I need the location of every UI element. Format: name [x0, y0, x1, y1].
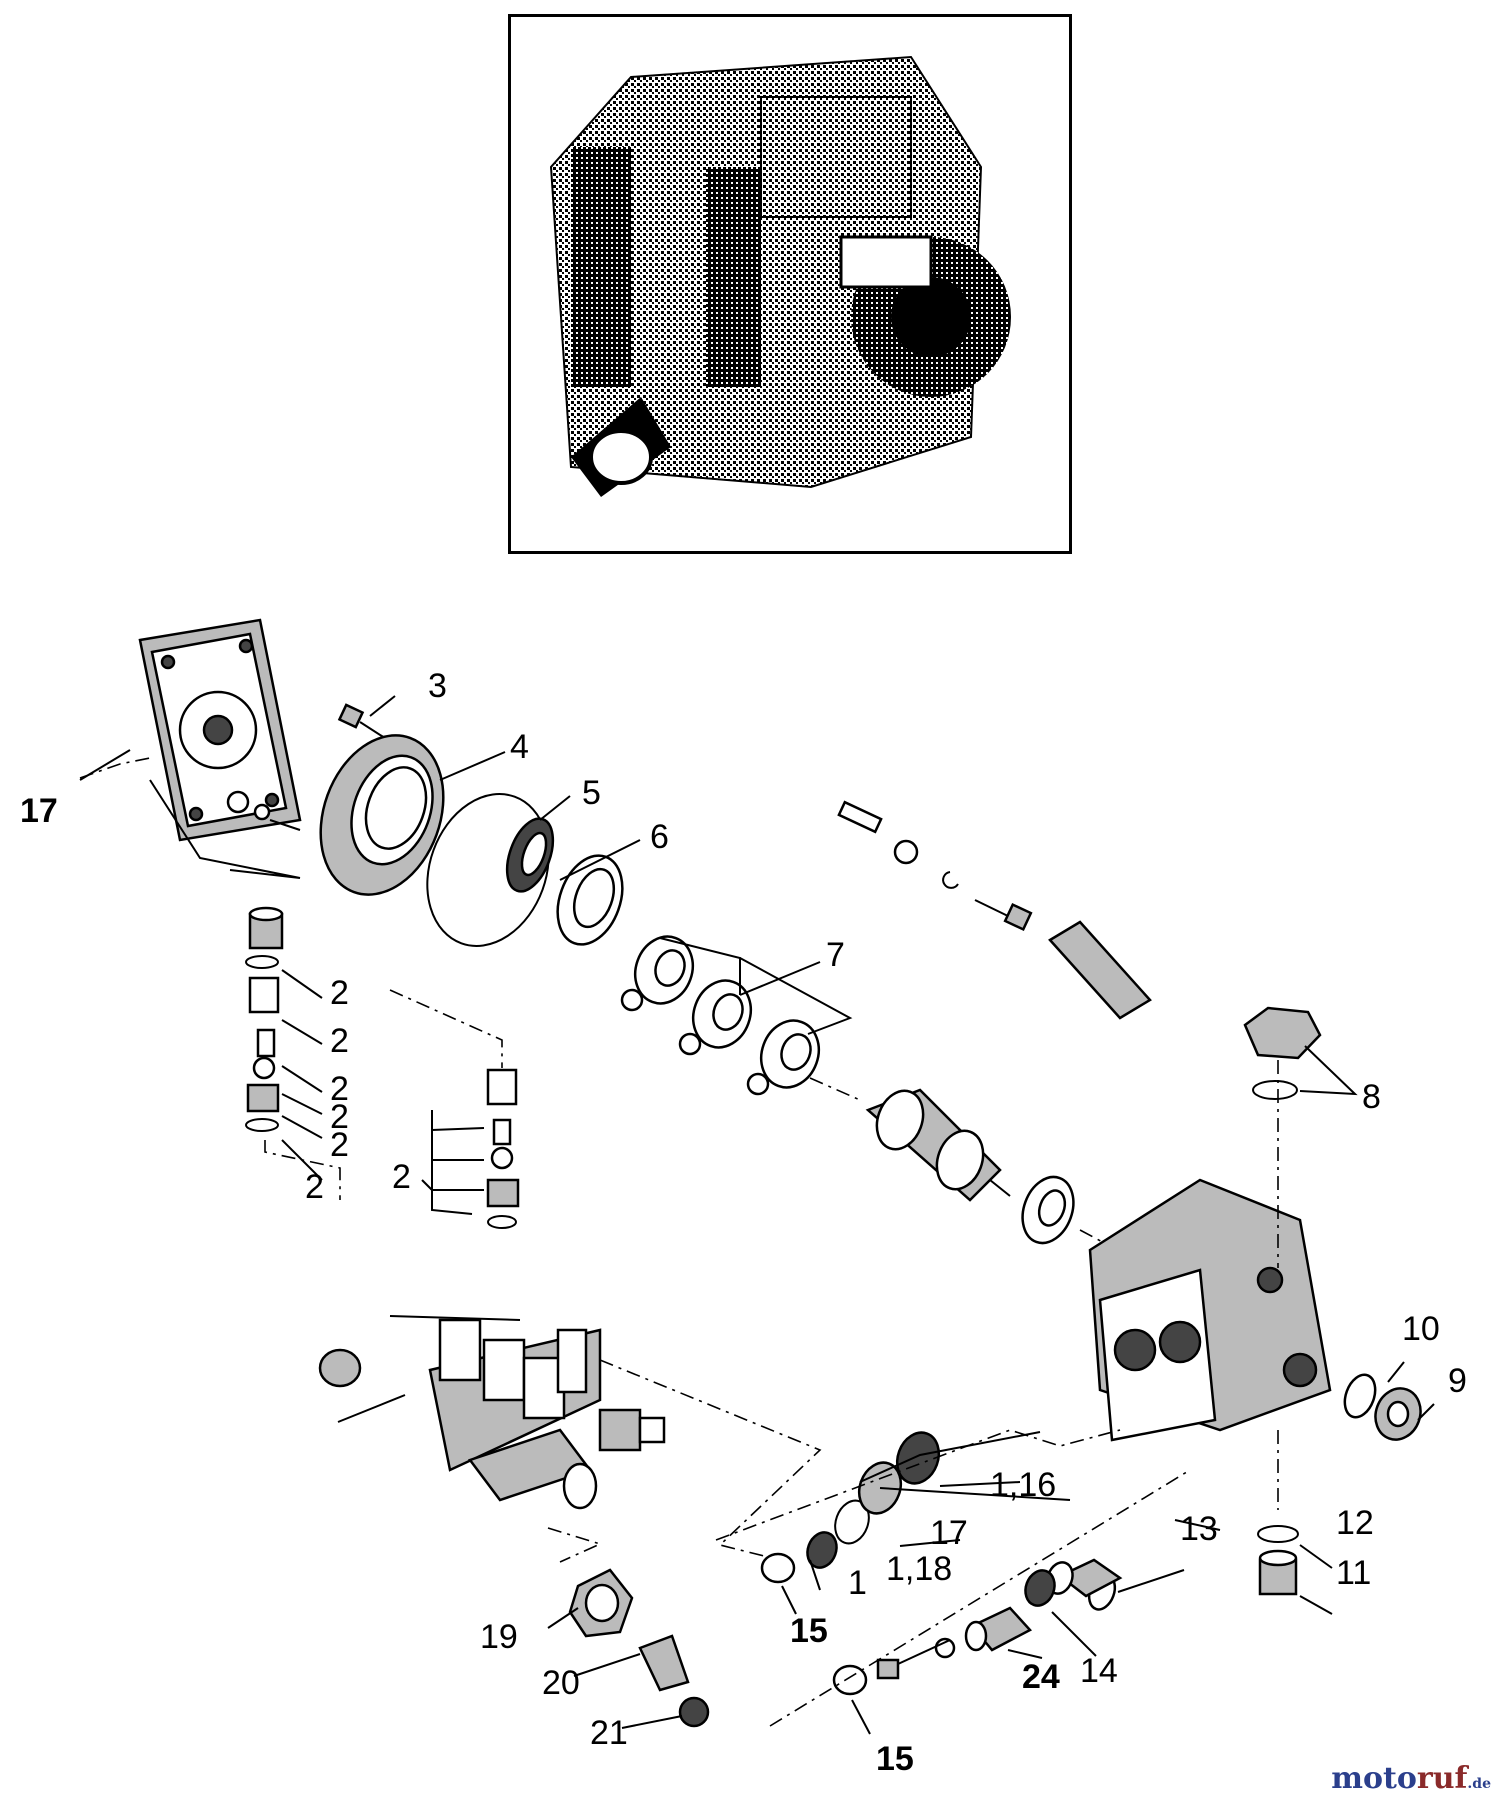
callout-15a: 15: [790, 1612, 828, 1650]
washer-icon: [893, 839, 919, 865]
callout-19: 19: [480, 1618, 518, 1656]
valve-plug-icon: [248, 906, 284, 950]
callout-15b: 15: [876, 1740, 914, 1778]
retainer-icon: [760, 1552, 796, 1584]
bolt-icon: [974, 899, 1033, 932]
callout-2a: 2: [330, 974, 349, 1012]
bypass-valve-icon: [598, 1408, 666, 1452]
pump-photo-inset: [508, 14, 1072, 554]
seal-icon: [1024, 1569, 1056, 1607]
o-ring-icon: [487, 1215, 517, 1229]
plunger-bolt-icon: [897, 1639, 951, 1665]
watermark-part-b: ruf: [1416, 1761, 1468, 1796]
manifold-icon: [428, 1318, 602, 1510]
cover-plate-icon: [138, 618, 302, 842]
o-ring-icon: [245, 955, 279, 969]
callout-2d: 2: [330, 1098, 349, 1136]
callout-8: 8: [1362, 1078, 1381, 1116]
hex-nut-icon: [568, 1568, 634, 1638]
filter-cap-icon: [678, 1696, 710, 1728]
oil-fill-cap-icon: [1243, 1006, 1322, 1060]
seal-icon: [806, 1531, 838, 1569]
o-ring-icon: [1252, 1080, 1298, 1100]
connecting-rod-icon: [746, 1019, 821, 1096]
bolt-icon: [337, 1394, 406, 1423]
callout-10: 10: [1402, 1310, 1440, 1348]
callout-1-18: 1,18: [886, 1550, 952, 1588]
spring-icon: [256, 1028, 276, 1058]
watermark-part-a: moto: [1331, 1761, 1417, 1796]
callout-1-16: 1,16: [990, 1466, 1056, 1504]
callout-24: 24: [1022, 1658, 1060, 1696]
callout-6: 6: [650, 818, 669, 856]
washer-icon: [226, 790, 250, 814]
connecting-rod-icon: [678, 979, 753, 1056]
bolt-icon: [269, 819, 301, 831]
watermark-part-c: .de: [1467, 1776, 1491, 1792]
callout-17b: 17: [930, 1514, 968, 1552]
callout-1: 1: [848, 1564, 867, 1602]
drain-plug-icon: [1374, 1387, 1422, 1441]
callout-5: 5: [582, 774, 601, 812]
callout-7: 7: [826, 936, 845, 974]
crankshaft-icon: [865, 1088, 1011, 1202]
pump-housing-icon: [1088, 1178, 1332, 1442]
callout-17: 17: [20, 792, 58, 830]
o-ring-icon: [245, 1118, 279, 1132]
ball-bearing-icon: [556, 854, 624, 946]
callout-2e: 2: [330, 1126, 349, 1164]
plug-icon: [318, 1348, 362, 1388]
watermark-logo: motoruf.de: [1331, 1761, 1491, 1796]
valve-seat-icon: [252, 1056, 276, 1080]
pump-assembly-photo-icon: [549, 55, 1011, 497]
bolt-icon: [337, 703, 389, 741]
sight-plug-icon: [1258, 1549, 1298, 1596]
gasket-icon: [1343, 1373, 1377, 1419]
callout-2b: 2: [330, 1022, 349, 1060]
connecting-rod-icon: [620, 935, 695, 1012]
key-icon: [837, 800, 883, 834]
valve-icon: [486, 1178, 520, 1208]
bolt-head-icon: [876, 1658, 900, 1680]
callout-2g: 2: [392, 1158, 411, 1196]
o-ring-icon: [426, 793, 550, 947]
callout-2f: 2: [305, 1168, 324, 1206]
callout-14: 14: [1080, 1652, 1118, 1690]
washer-icon: [253, 803, 271, 821]
callout-12: 12: [1336, 1504, 1374, 1542]
callout-13: 13: [1180, 1510, 1218, 1548]
callout-9: 9: [1448, 1362, 1467, 1400]
inlet-fitting-icon: [638, 1634, 690, 1692]
valve-seat-icon: [490, 1146, 514, 1170]
retainer-icon: [832, 1664, 868, 1696]
valve-cage-icon: [248, 976, 280, 1014]
seal-icon: [895, 1431, 941, 1485]
callout-4: 4: [510, 728, 529, 766]
ceramic-plunger-icon: [964, 1606, 1033, 1652]
o-ring-icon: [1257, 1525, 1299, 1543]
spring-icon: [492, 1118, 512, 1146]
callout-3: 3: [428, 667, 447, 705]
ball-bearing-icon: [1021, 1175, 1075, 1245]
oil-seal-icon: [505, 817, 555, 893]
callout-21: 21: [590, 1714, 628, 1752]
valve-icon: [246, 1083, 280, 1113]
callout-2c: 2: [330, 1070, 349, 1108]
valve-cage-icon: [486, 1068, 518, 1106]
callout-11: 11: [1336, 1554, 1371, 1592]
callout-20: 20: [542, 1664, 580, 1702]
snap-ring-icon: [942, 871, 959, 889]
oil-gauge-icon: [1048, 920, 1152, 1020]
bearing-flange-icon: [319, 734, 445, 896]
plunger-icon: [1046, 1558, 1123, 1598]
